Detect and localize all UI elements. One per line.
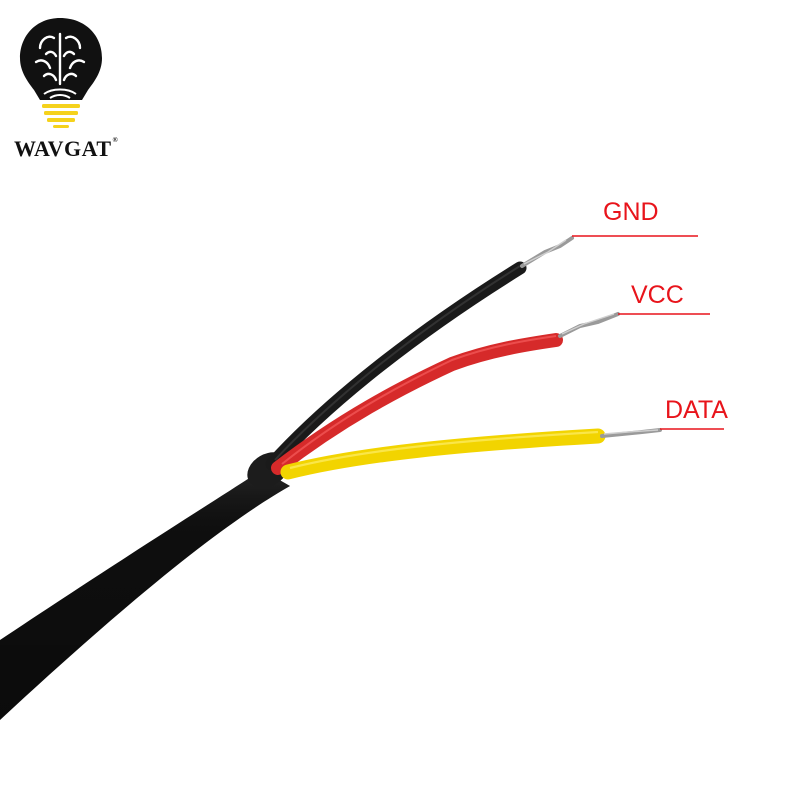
vcc-label: VCC	[631, 281, 684, 309]
red-wire	[271, 312, 620, 475]
brand-logo-text: WAVGAT®	[14, 136, 118, 162]
brand-name: WAVGAT	[14, 136, 112, 161]
label-pointer-lines	[572, 235, 724, 430]
registered-mark: ®	[112, 136, 119, 144]
lightbulb-brain-icon	[20, 18, 102, 128]
outer-cable	[0, 452, 290, 720]
gnd-label: GND	[603, 198, 659, 226]
data-label: DATA	[665, 396, 728, 424]
yellow-wire	[280, 428, 662, 480]
black-wire	[265, 236, 574, 471]
